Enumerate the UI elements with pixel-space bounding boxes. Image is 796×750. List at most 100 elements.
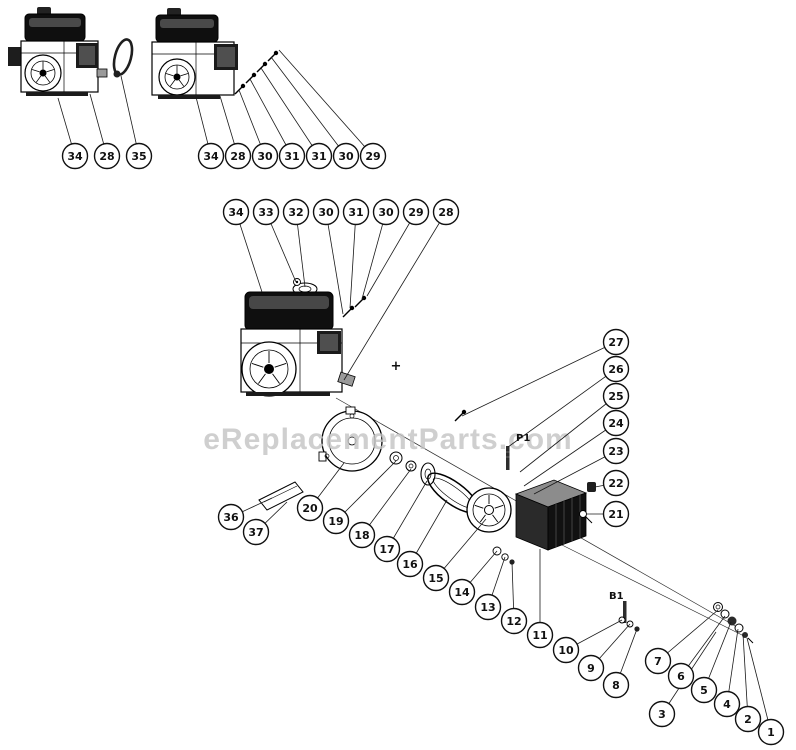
balloon-circle[interactable] [602,437,630,465]
callout-balloon-29[interactable]: 29 [402,198,430,226]
balloon-number: 31 [348,206,363,219]
balloon-circle[interactable] [342,198,370,226]
callout-balloon-33[interactable]: 33 [252,198,280,226]
callout-balloon-30[interactable]: 30 [332,142,360,170]
callout-balloon-11[interactable]: 11 [526,621,554,649]
callout-balloon-3[interactable]: 3 [648,700,676,728]
callout-balloon-36[interactable]: 36 [217,503,245,531]
callout-balloon-37[interactable]: 37 [242,518,270,546]
callout-balloon-28[interactable]: 28 [224,142,252,170]
callout-balloon-14[interactable]: 14 [448,578,476,606]
balloon-circle[interactable] [396,550,424,578]
balloon-circle[interactable] [224,142,252,170]
callout-balloon-28[interactable]: 28 [432,198,460,226]
balloon-circle[interactable] [305,142,333,170]
balloon-circle[interactable] [602,671,630,699]
callout-balloon-26[interactable]: 26 [602,355,630,383]
balloon-circle[interactable] [757,718,785,746]
balloon-circle[interactable] [734,705,762,733]
balloon-circle[interactable] [474,593,502,621]
balloon-circle[interactable] [667,662,695,690]
balloon-circle[interactable] [359,142,387,170]
callout-balloon-4[interactable]: 4 [713,690,741,718]
callout-balloon-35[interactable]: 35 [125,142,153,170]
balloon-circle[interactable] [282,198,310,226]
callout-balloon-15[interactable]: 15 [422,564,450,592]
balloon-circle[interactable] [552,636,580,664]
balloon-circle[interactable] [526,621,554,649]
balloon-circle[interactable] [222,198,250,226]
callout-balloon-34[interactable]: 34 [197,142,225,170]
callout-balloon-27[interactable]: 27 [602,328,630,356]
balloon-circle[interactable] [648,700,676,728]
balloon-circle[interactable] [713,690,741,718]
balloon-circle[interactable] [242,518,270,546]
balloon-circle[interactable] [422,564,450,592]
balloon-circle[interactable] [448,578,476,606]
callout-balloon-34[interactable]: 34 [222,198,250,226]
balloon-circle[interactable] [322,507,350,535]
pump-assembly [514,479,588,551]
callout-balloon-9[interactable]: 9 [577,654,605,682]
balloon-circle[interactable] [332,142,360,170]
balloon-circle[interactable] [348,521,376,549]
callout-balloon-30[interactable]: 30 [312,198,340,226]
callout-balloon-16[interactable]: 16 [396,550,424,578]
balloon-circle[interactable] [602,409,630,437]
callout-balloon-30[interactable]: 30 [372,198,400,226]
rope-handle [113,70,121,78]
callout-balloon-13[interactable]: 13 [474,593,502,621]
callout-balloon-12[interactable]: 12 [500,607,528,635]
callout-balloon-23[interactable]: 23 [602,437,630,465]
balloon-circle[interactable] [432,198,460,226]
balloon-circle[interactable] [602,355,630,383]
callout-balloon-24[interactable]: 24 [602,409,630,437]
callout-balloon-5[interactable]: 5 [690,676,718,704]
callout-balloon-6[interactable]: 6 [667,662,695,690]
callout-balloon-10[interactable]: 10 [552,636,580,664]
callout-balloon-22[interactable]: 22 [602,469,630,497]
balloon-circle[interactable] [602,328,630,356]
callout-balloon-31[interactable]: 31 [278,142,306,170]
balloon-circle[interactable] [252,198,280,226]
balloon-circle[interactable] [125,142,153,170]
balloon-circle[interactable] [373,535,401,563]
balloon-circle[interactable] [296,494,324,522]
callout-balloon-34[interactable]: 34 [61,142,89,170]
balloon-circle[interactable] [251,142,279,170]
callout-balloon-18[interactable]: 18 [348,521,376,549]
callout-balloon-28[interactable]: 28 [93,142,121,170]
callout-balloon-31[interactable]: 31 [342,198,370,226]
balloon-circle[interactable] [602,469,630,497]
balloon-circle[interactable] [278,142,306,170]
callout-balloon-2[interactable]: 2 [734,705,762,733]
callout-balloon-17[interactable]: 17 [373,535,401,563]
balloon-circle[interactable] [690,676,718,704]
balloon-circle[interactable] [602,382,630,410]
balloon-circle[interactable] [312,198,340,226]
callout-balloon-30[interactable]: 30 [251,142,279,170]
balloon-circle[interactable] [61,142,89,170]
callout-balloon-8[interactable]: 8 [602,671,630,699]
callout-balloon-1[interactable]: 1 [757,718,785,746]
balloon-circle[interactable] [217,503,245,531]
callout-balloon-7[interactable]: 7 [644,647,672,675]
callout-balloon-20[interactable]: 20 [296,494,324,522]
balloon-circle[interactable] [372,198,400,226]
axis-bolt [454,409,467,422]
callout-balloon-21[interactable]: 21 [602,500,630,528]
balloon-circle[interactable] [644,647,672,675]
balloon-circle[interactable] [602,500,630,528]
callout-balloon-29[interactable]: 29 [359,142,387,170]
balloon-circle[interactable] [500,607,528,635]
balloon-circle[interactable] [577,654,605,682]
callout-balloon-25[interactable]: 25 [602,382,630,410]
callout-balloon-19[interactable]: 19 [322,507,350,535]
balloon-circle[interactable] [197,142,225,170]
callout-balloon-31[interactable]: 31 [305,142,333,170]
balloon-number: 28 [230,150,245,163]
balloon-circle[interactable] [93,142,121,170]
callout-balloon-32[interactable]: 32 [282,198,310,226]
leader-line-23 [533,450,617,495]
balloon-circle[interactable] [402,198,430,226]
